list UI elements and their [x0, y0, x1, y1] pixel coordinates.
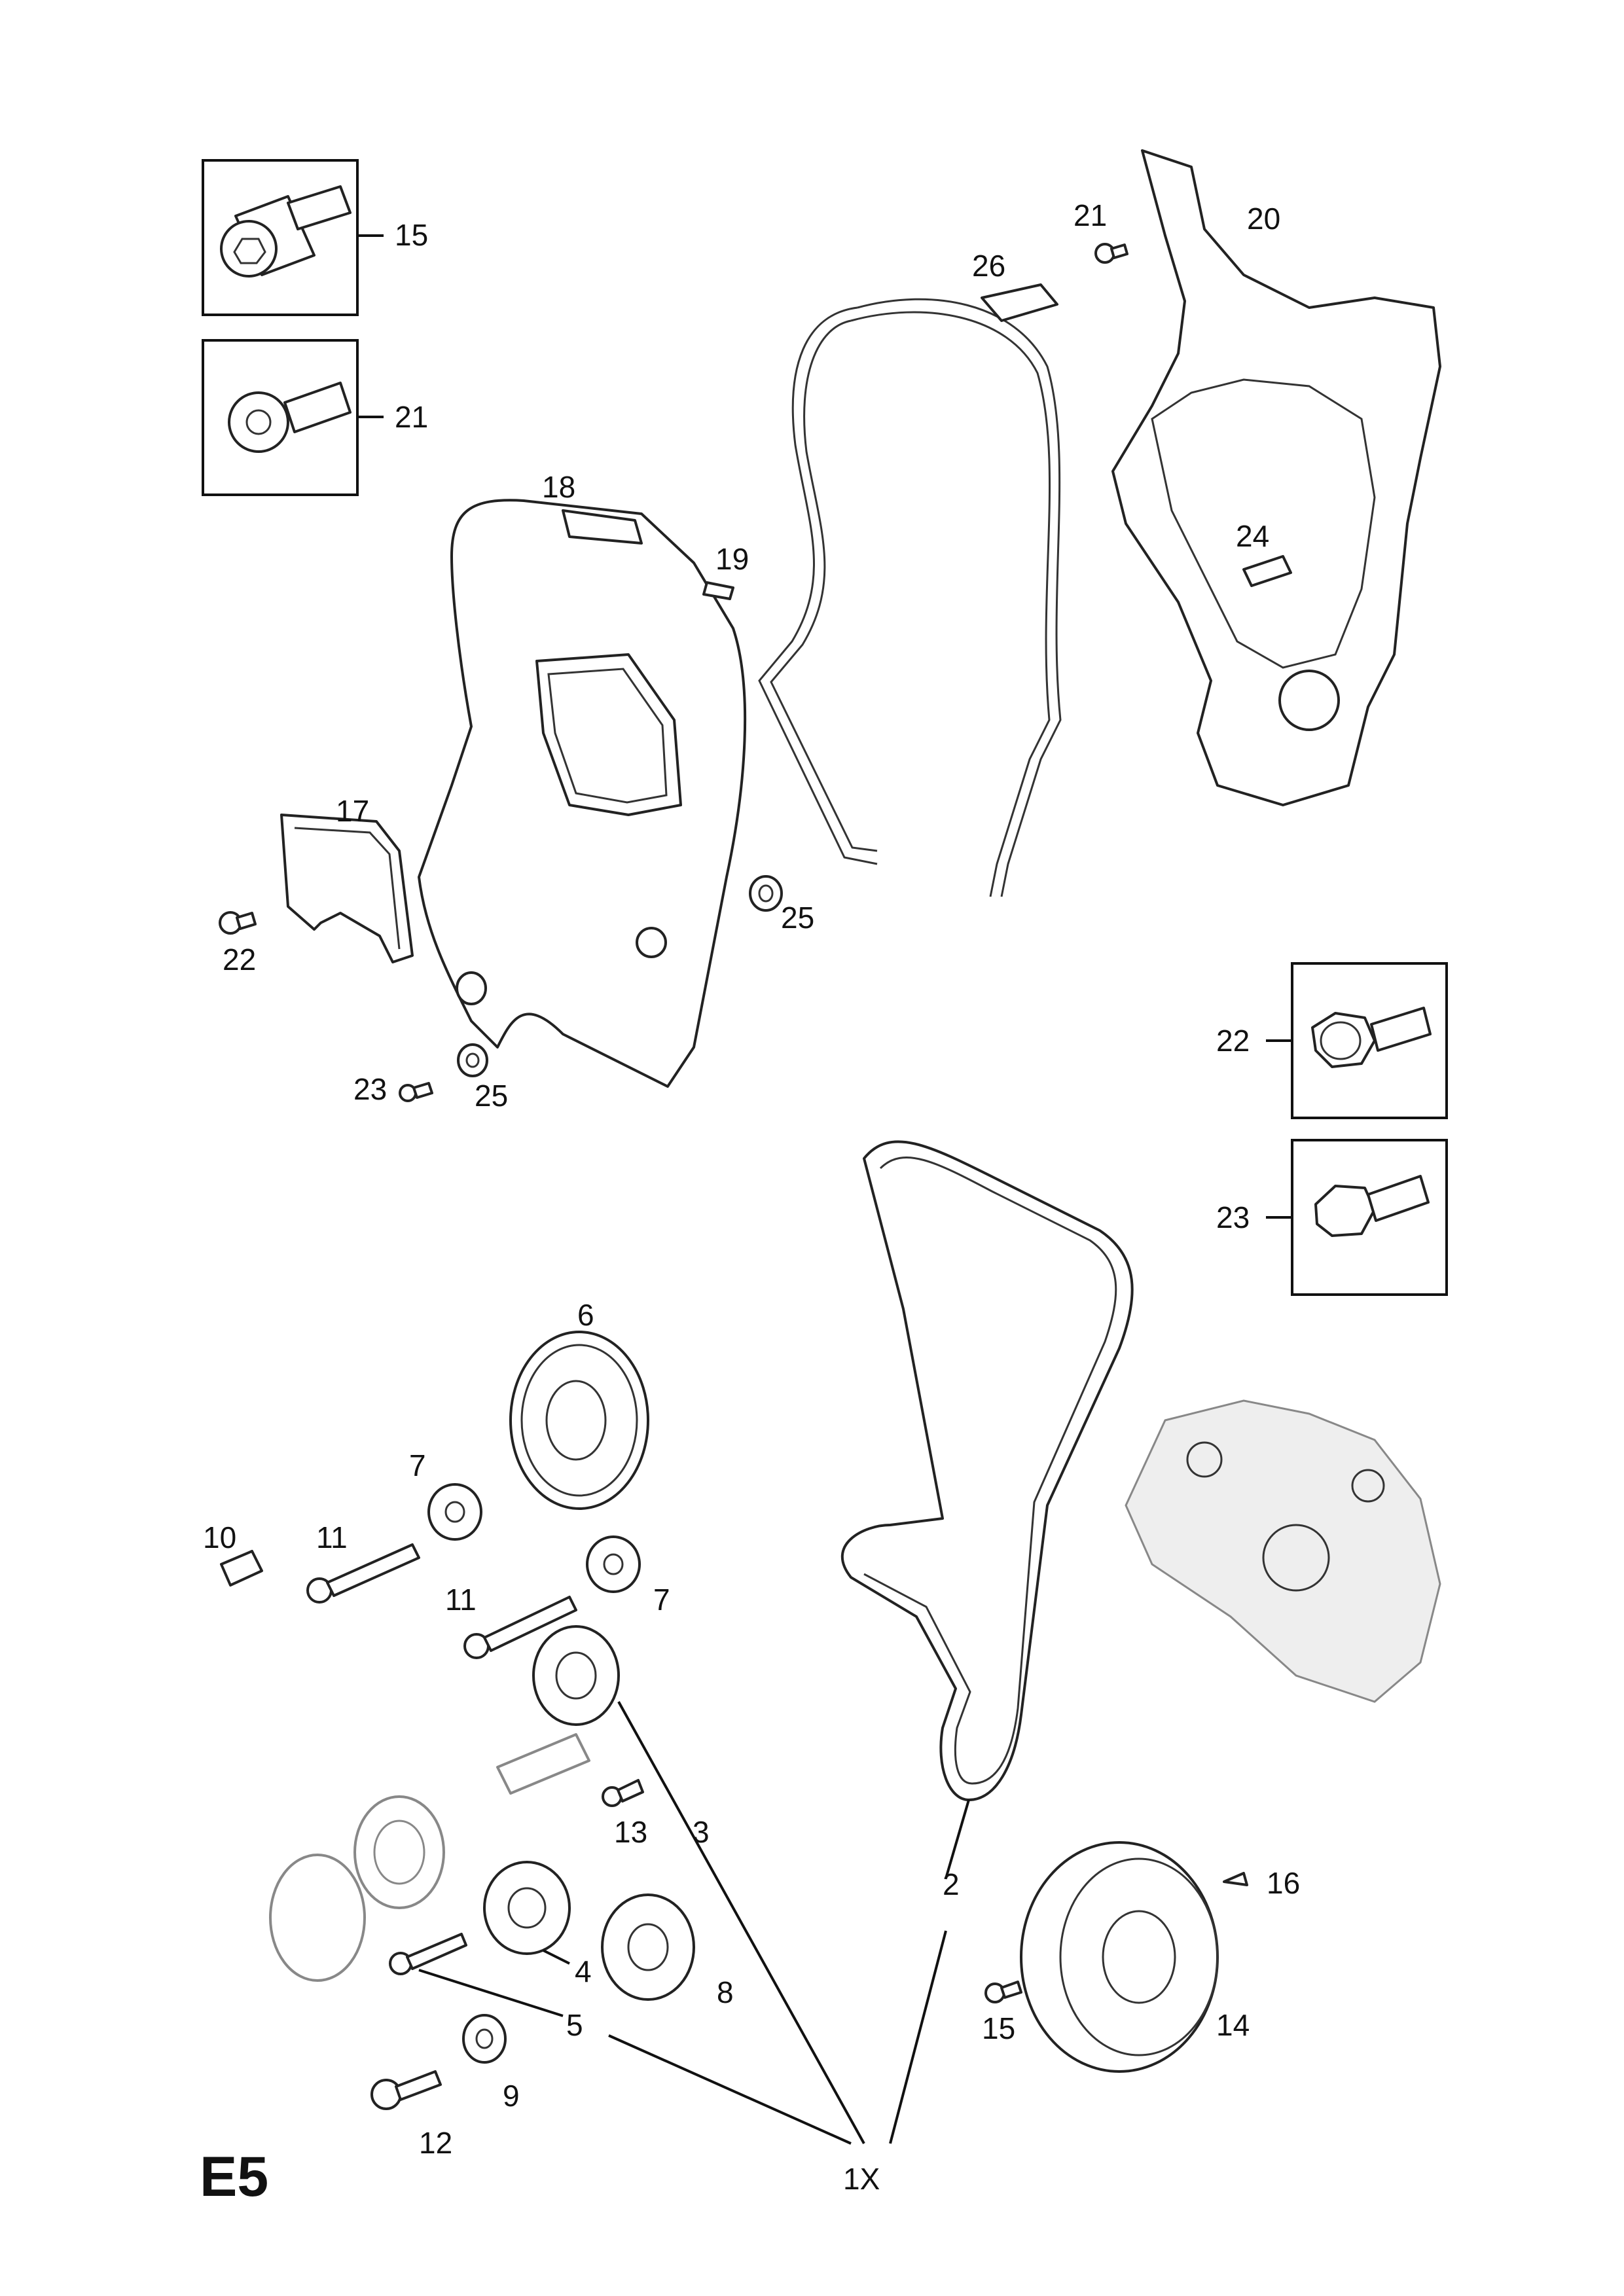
callout-label: 20 — [1247, 202, 1280, 236]
timing-cover-upper — [418, 499, 747, 1088]
callout-label: 3 — [693, 1815, 710, 1849]
cover-insert-17 — [280, 814, 414, 963]
callout-label: 11 — [316, 1520, 348, 1554]
bolt-11-lower — [463, 1596, 577, 1659]
clip-26 — [981, 283, 1058, 322]
callout-label: 8 — [717, 1975, 734, 2009]
page-code: E5 — [200, 2145, 268, 2208]
dowel-10 — [220, 1550, 263, 1587]
crank-pulley-14 — [1020, 1841, 1219, 2073]
seal-ring — [269, 1854, 366, 1982]
callout-label: 12 — [419, 2126, 452, 2160]
tensioner-4 — [483, 1861, 571, 1955]
callout-label: 26 — [972, 249, 1005, 283]
bolt-5 — [389, 1933, 467, 1975]
bolt-13 — [602, 1779, 644, 1807]
callout-label: 18 — [542, 470, 575, 504]
callout-label: 2 — [943, 1867, 960, 1901]
callout-label: 9 — [503, 2079, 520, 2113]
bolt-11-upper — [306, 1543, 420, 1604]
washer-7-upper — [427, 1483, 482, 1541]
callout-label: 7 — [653, 1583, 670, 1617]
washer-7-lower — [586, 1535, 641, 1593]
callout-label: 22 — [223, 942, 256, 977]
callout-label: 15 — [982, 2011, 1015, 2045]
callout-label: 25 — [475, 1079, 508, 1113]
bolt-22-small — [219, 911, 257, 935]
bolt-12 — [370, 2070, 442, 2110]
key-16 — [1223, 1872, 1248, 1886]
shaft — [496, 1733, 590, 1795]
callout-label: 13 — [614, 1815, 647, 1849]
cover-seal — [758, 298, 1062, 897]
callout-label: 21 — [1074, 198, 1107, 232]
bolt-15-small — [984, 1981, 1022, 2003]
grommet-25-upper — [749, 875, 783, 912]
callout-label: 14 — [1216, 2008, 1250, 2042]
callout-label: 11 — [445, 1583, 477, 1617]
callout-label: 5 — [566, 2008, 583, 2042]
callout-label: 24 — [1236, 519, 1269, 553]
callout-label: 25 — [781, 901, 814, 935]
callout-label: 7 — [409, 1448, 426, 1482]
callout-label: 10 — [203, 1520, 236, 1554]
stud-24 — [1242, 555, 1292, 587]
callout-label: 23 — [1216, 1200, 1250, 1234]
callout-label: 17 — [336, 794, 369, 828]
rear-timing-cover — [1111, 149, 1441, 806]
callout-label: 23 — [353, 1072, 387, 1106]
leader-lines — [418, 1701, 970, 2145]
callout-label: 16 — [1267, 1866, 1300, 1900]
timing-belt — [840, 1140, 1134, 1801]
idler-pulley-3 — [532, 1625, 620, 1726]
oil-pump-housing — [1125, 1399, 1441, 1703]
detail-box-flange-bolt — [1266, 962, 1448, 1119]
detail-box-socket-screw — [202, 159, 384, 316]
callout-label: 21 — [395, 400, 428, 434]
callout-label: 15 — [395, 218, 428, 252]
crank-sprocket — [353, 1795, 445, 1909]
callout-label: 19 — [715, 542, 749, 576]
bolt-23-small — [399, 1082, 433, 1102]
callout-label: 6 — [577, 1298, 594, 1332]
grommet-25-lower — [457, 1043, 488, 1077]
sprocket-8 — [601, 1893, 695, 2001]
camshaft-sprocket — [509, 1331, 649, 1510]
washer-9 — [462, 2014, 507, 2064]
small-screw-21 — [1094, 243, 1128, 264]
detail-box-hex-bolt — [1266, 1139, 1448, 1296]
detail-box-torx-screw — [202, 339, 384, 496]
callout-label: 4 — [575, 1954, 592, 1988]
callouts: 15 21 20 26 21 18 19 24 17 22 25 23 25 2… — [203, 198, 1300, 2196]
small-clip-19 — [702, 581, 734, 600]
callout-label: 1X — [843, 2162, 880, 2196]
callout-label: 22 — [1216, 1024, 1250, 1058]
